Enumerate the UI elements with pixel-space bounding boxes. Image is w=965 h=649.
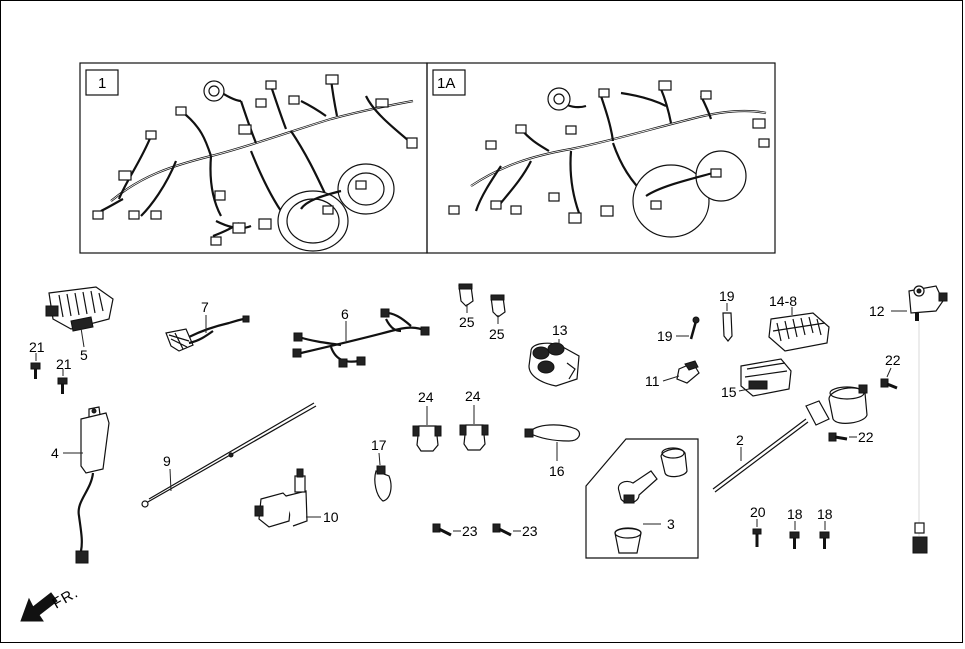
callout-16: 16 (549, 463, 565, 479)
part-fuse-25b: 25 (489, 294, 506, 342)
part-bolt-21a: 21 (29, 339, 45, 379)
part-relay-10: 10 (254, 468, 339, 528)
callout-17: 17 (371, 437, 387, 453)
part-connector-13: 13 (528, 322, 580, 387)
callout-9: 9 (163, 453, 171, 469)
callout-7: 7 (201, 299, 209, 315)
alternate-harness-drawing (448, 80, 770, 238)
callout-10: 10 (323, 509, 339, 525)
callout-18a: 18 (787, 506, 803, 522)
callout-6: 6 (341, 306, 349, 322)
part-fuse-clip-11: 11 (645, 360, 700, 389)
part-sensor-12: 12 (869, 285, 948, 554)
callout-21a: 21 (29, 339, 45, 355)
part-sensor-4: 4 (51, 406, 110, 564)
part-bolt-18b: 18 (817, 506, 833, 549)
part-fuse-box-14-8: 14-8 (768, 293, 830, 352)
callout-19b: 19 (719, 288, 735, 304)
part-ignition-coil-2: 2 (712, 384, 868, 493)
callout-11: 11 (645, 373, 660, 389)
part-control-unit-15: 15 (721, 358, 792, 400)
part-cable-9: 9 (141, 402, 317, 508)
callout-13: 13 (552, 322, 568, 338)
callout-3: 3 (667, 516, 675, 532)
harness-box-1a: 1A (426, 62, 776, 254)
part-bolt-21b: 21 (56, 356, 72, 394)
part-regulator-rectifier: 5 (45, 286, 114, 363)
box-label-1: 1 (98, 75, 106, 92)
part-bolt-20: 20 (750, 504, 766, 547)
part-bolt-23a: 23 (432, 523, 478, 539)
part-fuse-holder-24b: 24 (459, 388, 489, 451)
part-fuse-holder-24a: 24 (412, 389, 442, 452)
part-bolt-23b: 23 (492, 523, 538, 539)
callout-14-8: 14-8 (769, 293, 797, 309)
callout-25b: 25 (489, 326, 505, 342)
part-cable-tie-16: 16 (524, 424, 581, 479)
part-fuse-25a: 25 (458, 283, 475, 330)
callout-2: 2 (736, 432, 744, 448)
part-harness-7: 7 (165, 299, 250, 352)
callout-23b: 23 (522, 523, 538, 539)
callout-21b: 21 (56, 356, 72, 372)
callout-15: 15 (721, 384, 737, 400)
front-direction-indicator: FR. (20, 584, 82, 622)
callout-20: 20 (750, 504, 766, 520)
part-screw-19a: 19 (657, 316, 700, 344)
part-clip-17: 17 (371, 437, 392, 502)
main-harness-drawing (92, 74, 418, 252)
callout-12: 12 (869, 303, 885, 319)
part-bolt-22a: 22 (880, 352, 901, 390)
callout-5: 5 (80, 347, 88, 363)
part-screw-19b: 19 (719, 288, 735, 342)
callout-24b: 24 (465, 388, 481, 404)
callout-18b: 18 (817, 506, 833, 522)
part-bolt-22b: 22 (828, 429, 874, 445)
front-label: FR. (50, 584, 82, 612)
front-arrow-icon (20, 592, 58, 622)
box-label-1a: 1A (437, 75, 455, 92)
part-plug-cap-set-3: 3 (585, 438, 699, 559)
part-bolt-18a: 18 (787, 506, 803, 549)
callout-22b: 22 (858, 429, 874, 445)
callout-19a: 19 (657, 328, 673, 344)
callout-22a: 22 (885, 352, 901, 368)
harness-box-1: 1 (79, 62, 428, 254)
callout-25a: 25 (459, 314, 475, 330)
callout-24a: 24 (418, 389, 434, 405)
callout-23a: 23 (462, 523, 478, 539)
part-harness-6: 6 (292, 306, 430, 368)
callout-4: 4 (51, 445, 59, 461)
